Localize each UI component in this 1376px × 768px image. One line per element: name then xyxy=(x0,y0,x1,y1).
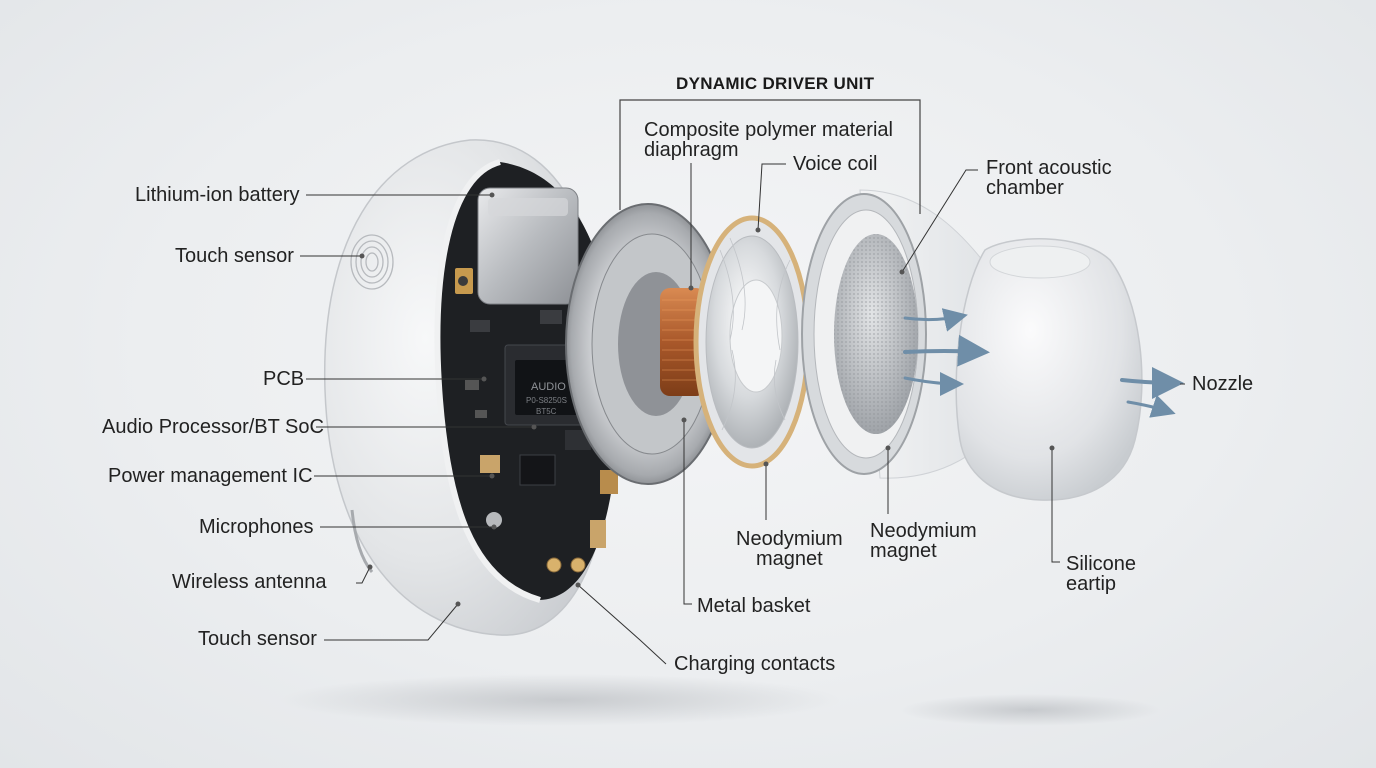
label-diaphragm-line1: Composite polymer material xyxy=(644,119,893,141)
label-wireless-antenna: Wireless antenna xyxy=(172,571,327,593)
label-touch-sensor-bottom: Touch sensor xyxy=(198,628,317,650)
driver-unit-title: DYNAMIC DRIVER UNIT xyxy=(676,74,875,93)
chip-marking: AUDIO xyxy=(531,381,566,393)
floor-shadow xyxy=(900,694,1160,726)
label-magnet1-line1: Neodymium xyxy=(736,528,843,550)
pcb-components xyxy=(455,268,618,573)
label-eartip-line1: Silicone xyxy=(1066,553,1137,575)
label-microphones: Microphones xyxy=(199,516,314,538)
label-nozzle: Nozzle xyxy=(1192,373,1254,395)
label-pcb: PCB xyxy=(263,368,305,390)
sound-flow-arrows xyxy=(903,308,1184,418)
floor-shadow xyxy=(280,674,840,726)
diaphragm xyxy=(693,215,811,469)
label-charging-contacts: Charging contacts xyxy=(674,653,836,675)
label-magnet2-line2: magnet xyxy=(870,540,937,562)
label-front-acoustic-chamber: Front acoustic chamber xyxy=(986,158,1112,198)
label-neodymium-magnet-2: Neodymium magnet xyxy=(870,521,977,561)
battery-cell xyxy=(477,187,579,305)
label-front-chamber-line1: Front acoustic xyxy=(986,157,1112,179)
label-neodymium-magnet-1: Neodymium magnet xyxy=(736,529,843,569)
leader-lines xyxy=(300,163,1185,665)
label-front-chamber-line2: chamber xyxy=(986,177,1064,199)
label-touch-sensor-top: Touch sensor xyxy=(175,245,294,267)
label-magnet1-line2: magnet xyxy=(755,548,823,570)
chip-marking: BT5C xyxy=(536,407,557,416)
label-silicone-eartip: Silicone eartip xyxy=(1066,554,1136,594)
driver-unit-bracket xyxy=(619,99,921,214)
leader-dots xyxy=(359,192,1055,607)
label-voice-coil: Voice coil xyxy=(793,153,878,175)
silicone-eartip xyxy=(955,238,1143,501)
label-power-management-ic: Power management IC xyxy=(108,465,313,487)
label-magnet2-line1: Neodymium xyxy=(870,520,977,542)
label-metal-basket: Metal basket xyxy=(697,595,811,617)
label-diaphragm: Composite polymer material diaphragm xyxy=(644,120,893,160)
label-audio-processor: Audio Processor/BT SoC xyxy=(102,416,324,438)
fingerprint-icon xyxy=(350,234,394,290)
label-lithium-ion-battery: Lithium-ion battery xyxy=(135,184,300,206)
label-diaphragm-line2: diaphragm xyxy=(644,139,739,161)
label-eartip-line2: eartip xyxy=(1066,573,1117,595)
chip-marking: P0-S8250S xyxy=(526,396,567,405)
